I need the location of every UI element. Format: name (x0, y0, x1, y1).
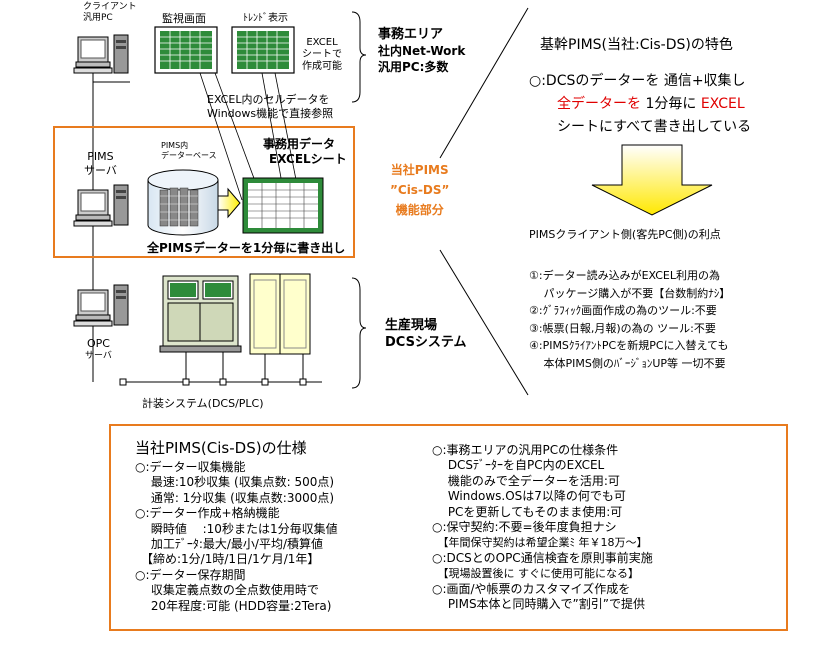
spec-line: 通常: 1分収集 (収集点数:3000点) (135, 490, 335, 505)
opc-server-icon (73, 284, 129, 327)
spec-line: ○:DCSとのOPC通信検査を原則事前実施 (432, 550, 653, 565)
down-arrow (591, 144, 713, 216)
write-arrow (217, 187, 241, 219)
plant-title: 生産現場 DCSシステム (385, 318, 467, 350)
spec-line: 機能のみで全データーを活用:可 (432, 473, 620, 488)
spec-line: ○:データー収集機能 (135, 460, 246, 474)
spec-line: 瞬時値 :10秒または1分毎収集値 (135, 521, 338, 536)
benefit-item: パッケージ購入が不要【台数制約ﾅｼ】 (529, 286, 731, 300)
plc-cabinet-icon (249, 273, 311, 355)
benefit-item: ①:データー読み込みがEXCEL利用の為 (529, 269, 721, 282)
divider-line-lower (439, 249, 529, 396)
trend-window (231, 26, 295, 74)
write-all-label: 全PIMSデーターを1分毎に書き出し (147, 241, 346, 255)
spec-line: ○:画面/や帳票のカスタマイズ作成を (432, 581, 631, 596)
benefits-title: PIMSクライアント側(客先PC側)の利点 (529, 228, 721, 241)
pims-box (53, 126, 355, 258)
spec-line: 【現場設置後に すぐに使用可能になる】 (432, 567, 639, 581)
instrument-bus (92, 333, 322, 386)
opc-server-label: OPC サーバ (85, 337, 112, 362)
dcs-cabinet-icon (159, 275, 242, 353)
db-label: PIMS内 データーベース (161, 141, 217, 160)
excel-sheet-icon (242, 177, 324, 234)
features-title: 基幹PIMS(当社:Cis-DS)の特色 (540, 37, 733, 53)
feature-red-all-data: 全データーを (557, 96, 641, 112)
spec-line: ○:保守契約:不要=後年度負担ナシ (432, 520, 617, 535)
benefit-item: ②:ｸﾞﾗﾌｨｯｸ画面作成の為のツール:不要 (529, 304, 717, 317)
office-area-title: 事務エリア 社内Net-Work 汎用PC:多数 (378, 27, 466, 74)
spec-line: PCを更新してもそのまま使用:可 (432, 504, 623, 519)
spec-title: 当社PIMS(Cis-DS)の仕様 (135, 439, 307, 457)
spec-line: 【締め:1分/1時/1日/1ケ月/1年】 (135, 552, 320, 567)
client-pc-label: クライアント 汎用PC (83, 2, 137, 23)
spec-line: ○:事務エリアの汎用PCの仕様条件 (432, 443, 619, 457)
feature-red-excel: EXCEL (700, 96, 745, 112)
cell-ref-note: EXCEL内のセルデータを Windows機能で直接参照 (207, 93, 334, 120)
benefit-item: ④:PIMSｸﾗｲｱﾝﾄPCを新規PCに入替えても (529, 339, 729, 352)
brace-office (351, 11, 367, 103)
brace-plant (351, 277, 367, 389)
pims-server-label: PIMS サーバ (84, 150, 117, 177)
spec-left-list: ○:データー収集機能 最速:10秒収集 (収集点数: 500点) 通常: 1分収… (135, 460, 338, 614)
spec-right-list: ○:事務エリアの汎用PCの仕様条件 DCSﾃﾞｰﾀｰを自PC内のEXCEL 機能… (432, 443, 653, 612)
office-data-label: 事務用データ EXCELシート (263, 137, 347, 166)
excel-note: EXCEL シートで 作成可能 (302, 37, 342, 72)
divider-line-upper (439, 7, 529, 159)
database-icon (147, 169, 219, 236)
spec-line: Windows.OSは7以降の何でも可 (432, 489, 626, 504)
instrument-system-label: 計装システム(DCS/PLC) (142, 397, 264, 410)
spec-line: DCSﾃﾞｰﾀｰを自PC内のEXCEL (432, 458, 605, 473)
features-text: ○:DCSのデーターを 通信+収集し 全データーを 1分毎に EXCEL シート… (529, 73, 752, 135)
benefit-item: 本体PIMS側のﾊﾞｰｼﾞｮﾝUP等 一切不要 (529, 356, 726, 370)
spec-line: 最速:10秒収集 (収集点数: 500点) (135, 475, 335, 490)
client-pc-icon (73, 34, 129, 74)
monitor-window (154, 26, 218, 74)
monitor-screen-label: 監視画面 (162, 12, 206, 25)
pims-server-icon (73, 184, 129, 227)
spec-box (109, 424, 788, 631)
spec-line: ○:データー保存期間 (135, 567, 246, 582)
spec-line: 収集定義点数の全点数使用時で (135, 583, 319, 598)
spec-line: 加工ﾃﾞｰﾀ:最大/最小/平均/積算値 (135, 537, 323, 552)
spec-line: ○:データー作成+格納機能 (135, 506, 280, 521)
spec-line: PIMS本体と同時購入で”割引”で提供 (432, 597, 645, 612)
benefits-list: ①:データー読み込みがEXCEL利用の為 パッケージ購入が不要【台数制約ﾅｼ】 … (529, 267, 730, 372)
benefit-item: ③:帳票(日報,月報)の為の ツール:不要 (529, 321, 716, 335)
spec-line: 【年間保守契約は希望企業ﾐ 年￥18万～】 (432, 536, 648, 550)
trend-label: ﾄﾚﾝﾄﾞ表示 (243, 13, 288, 24)
pims-function-title: 当社PIMS ”Cis-DS” 機能部分 (390, 163, 450, 217)
spec-line: 20年程度:可能 (HDD容量:2Tera) (135, 598, 332, 613)
